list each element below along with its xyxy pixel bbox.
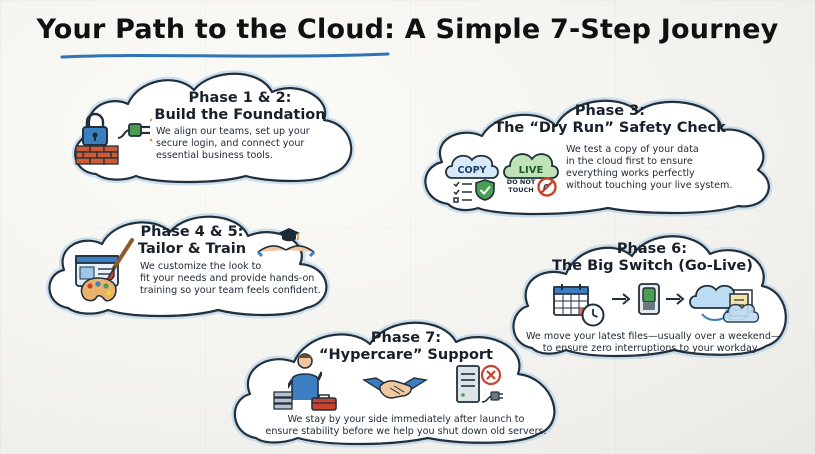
title-underline [60, 52, 390, 59]
phase-4-5-heading-line-2: Tailor & Train [137, 241, 247, 257]
phase-3-heading-line-1: Phase 3: [574, 103, 646, 119]
do-not-touch-line-1: DO NOT [506, 178, 536, 186]
support-person-icon [288, 353, 322, 400]
phase-1-2-heading-line-1: Phase 1 & 2: [188, 90, 292, 106]
phase-6-heading-line-2: The Big Switch (Go-Live) [552, 258, 753, 274]
phase-1-2-cloud [71, 70, 355, 186]
live-cloud-icon: LIVE [503, 153, 559, 179]
phase-7-desc-line-1: We stay by your side immediately after l… [287, 414, 525, 425]
live-label: LIVE [519, 165, 544, 176]
server-stack-icon [273, 391, 293, 410]
phase-3-desc-line-4: without touching your live system. [566, 180, 733, 191]
checklist-icon [453, 181, 472, 203]
paint-palette-icon [80, 277, 117, 302]
do-not-touch-label: DO NOT TOUCH [504, 178, 538, 194]
phase-6-desc-line-2: to ensure zero interruptions to your wor… [542, 343, 760, 354]
phase-4-5-heading-line-1: Phase 4 & 5: [140, 224, 244, 240]
phase-3-heading-line-2: The “Dry Run” Safety Check [494, 120, 726, 136]
power-plug-icon [481, 391, 503, 403]
phase-6-desc-line-1: We move your latest files—usually over a… [526, 331, 781, 342]
phase-4-5-desc-line-1: We customize the look to [140, 261, 262, 272]
phase-3-heading: Phase 3: The “Dry Run” Safety Check [490, 103, 730, 137]
phase-6-heading-line-1: Phase 6: [616, 241, 688, 257]
clock-icon [581, 303, 605, 327]
arrow-right-icon [612, 293, 631, 305]
handshake-icon [362, 377, 428, 399]
phase-7-heading-line-2: “Hypercare” Support [319, 347, 493, 363]
copy-cloud-icon: COPY [445, 154, 499, 179]
phase-1-2-desc-line-2: secure login, and connect your [156, 138, 305, 149]
phase-3-desc-line-3: everything works perfectly [566, 168, 695, 179]
phase-7-heading: Phase 7: “Hypercare” Support [316, 330, 496, 364]
phase-7-desc-line-2: ensure stability before we help you shut… [265, 426, 547, 437]
padlock-icon [82, 112, 108, 146]
phase-6-heading: Phase 6: The Big Switch (Go-Live) [552, 241, 753, 275]
hands-icon [256, 245, 316, 258]
phase-4-5-desc-line-2: fit your needs and provide hands-on [140, 273, 315, 284]
phase-6-description: We move your latest files—usually over a… [526, 331, 781, 355]
phase-1-2-description: We align our teams, set up your secure l… [156, 126, 310, 162]
phase-3-description: We test a copy of your data in the cloud… [566, 144, 732, 192]
phase-4-5-description: We customize the look to fit your needs … [140, 261, 321, 297]
phase-1-2-desc-line-1: We align our teams, set up your [156, 126, 310, 137]
cancel-icon [480, 364, 502, 386]
toolbox-icon [311, 394, 337, 411]
phase-3-cloud [422, 97, 773, 218]
copy-label: COPY [458, 165, 487, 176]
do-not-touch-line-2: TOUCH [508, 185, 534, 194]
page-title: Your Path to the Cloud: A Simple 7-Step … [36, 14, 779, 45]
phase-7-heading-line-1: Phase 7: [370, 330, 442, 346]
phase-1-2-heading: Phase 1 & 2: Build the Foundation [150, 90, 330, 124]
shield-check-icon [475, 179, 495, 201]
phase-4-5-desc-line-3: training so your team feels confident. [140, 285, 321, 296]
arrow-right-icon [666, 293, 685, 305]
phase-1-2-desc-line-3: essential business tools. [156, 150, 273, 161]
no-entry-icon [537, 177, 557, 197]
phase-3-desc-line-1: We test a copy of your data [566, 144, 699, 155]
phase-4-5-heading: Phase 4 & 5: Tailor & Train [132, 224, 252, 258]
brick-wall-icon [75, 145, 119, 165]
phase-1-2-heading-line-2: Build the Foundation [154, 107, 326, 123]
toggle-switch-icon [638, 283, 660, 315]
phase-7-description: We stay by your side immediately after l… [256, 414, 556, 438]
power-plug-icon [117, 118, 153, 142]
phase-3-desc-line-2: in the cloud first to ensure [566, 156, 693, 167]
graduation-cap-icon [278, 228, 300, 242]
cloud-sync-icon [722, 303, 760, 323]
server-icon [456, 365, 480, 403]
